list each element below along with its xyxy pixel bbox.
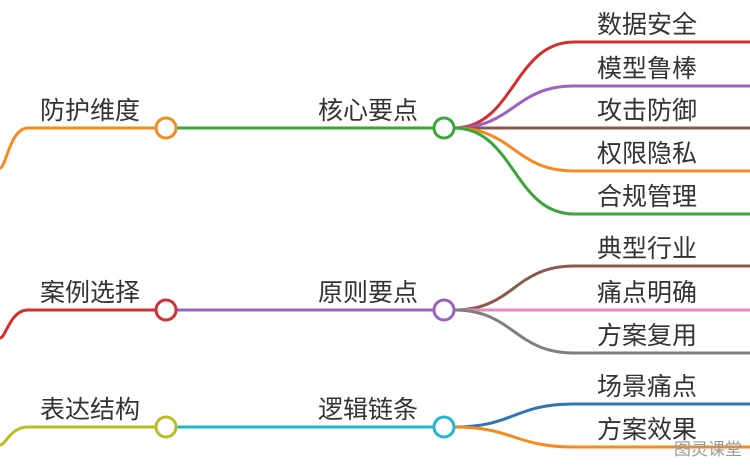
leaf-link — [453, 126, 750, 173]
leaf-label: 方案复用 — [597, 321, 697, 350]
branch-link — [0, 425, 155, 447]
leaf-link — [453, 402, 750, 429]
leaf-label: 模型鲁棒 — [597, 54, 697, 83]
leaf-link — [453, 40, 750, 130]
leaf-label: 方案效果 — [597, 415, 697, 444]
branch-label: 表达结构 — [40, 395, 140, 424]
leaf-label: 典型行业 — [597, 234, 697, 263]
branch-label: 防护维度 — [40, 96, 140, 125]
leaf-link — [453, 308, 750, 355]
leaf-label: 攻击防御 — [597, 96, 697, 125]
leaf-link — [453, 425, 750, 449]
leaf-link — [453, 126, 750, 216]
branch-node[interactable] — [154, 116, 178, 140]
sub-label: 原则要点 — [318, 278, 418, 307]
leaf-label: 痛点明确 — [597, 278, 697, 307]
sub-label: 核心要点 — [318, 96, 418, 125]
leaf-label: 场景痛点 — [597, 372, 697, 401]
sub-node[interactable] — [432, 415, 456, 439]
watermark: 图灵课堂 — [674, 440, 742, 460]
leaf-label: 权限隐私 — [597, 139, 697, 168]
link-layer — [0, 40, 750, 449]
sub-node[interactable] — [432, 116, 456, 140]
branch-node[interactable] — [154, 298, 178, 322]
branch-link — [0, 308, 155, 340]
sub-node[interactable] — [432, 298, 456, 322]
leaf-link — [453, 84, 750, 130]
branch-link — [0, 126, 155, 170]
leaf-label: 合规管理 — [597, 182, 697, 211]
branch-node[interactable] — [154, 415, 178, 439]
leaf-link — [453, 264, 750, 312]
branch-label: 案例选择 — [40, 278, 140, 307]
leaf-label: 数据安全 — [597, 10, 697, 39]
sub-label: 逻辑链条 — [318, 395, 418, 424]
